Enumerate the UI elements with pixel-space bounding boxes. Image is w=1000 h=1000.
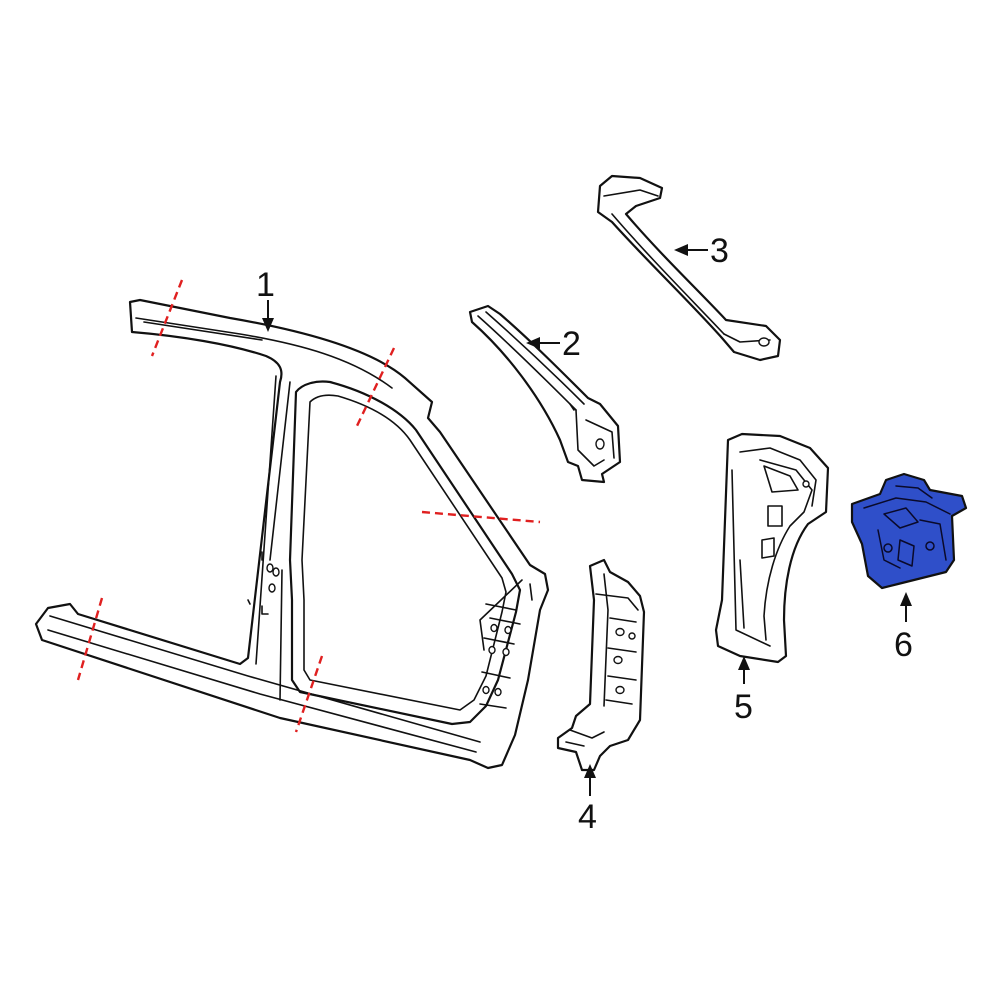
cut-line-rocker-rear: [76, 597, 104, 681]
callout-3: 3: [674, 232, 729, 270]
callout-label-3: 3: [710, 232, 729, 270]
cut-line-roof-rear: [150, 279, 184, 357]
callout-5: 5: [734, 656, 753, 726]
cut-line-roof-front: [354, 347, 396, 429]
cut-line-rocker-front: [294, 655, 324, 733]
part-1-body-side-frame: [34, 298, 550, 770]
callout-label-6: 6: [894, 626, 913, 664]
callout-2: 2: [526, 325, 581, 363]
part-3-roof-rail-bracket: [596, 174, 782, 362]
callout-label-5: 5: [734, 688, 753, 726]
callout-4: 4: [578, 764, 597, 836]
callout-label-1: 1: [256, 266, 275, 304]
part-5-inner-pillar-panel: [714, 432, 830, 664]
callout-label-2: 2: [562, 325, 581, 363]
cut-line-a-pillar: [421, 510, 541, 524]
part-2-pillar-reinforcement: [468, 304, 622, 484]
part-4-hinge-pillar: [556, 558, 646, 772]
callout-label-4: 4: [578, 798, 597, 836]
callout-1: 1: [256, 266, 275, 332]
part-6-highlighted-bracket: [850, 472, 968, 590]
callout-6: 6: [894, 592, 913, 664]
cut-lines: [76, 279, 541, 733]
